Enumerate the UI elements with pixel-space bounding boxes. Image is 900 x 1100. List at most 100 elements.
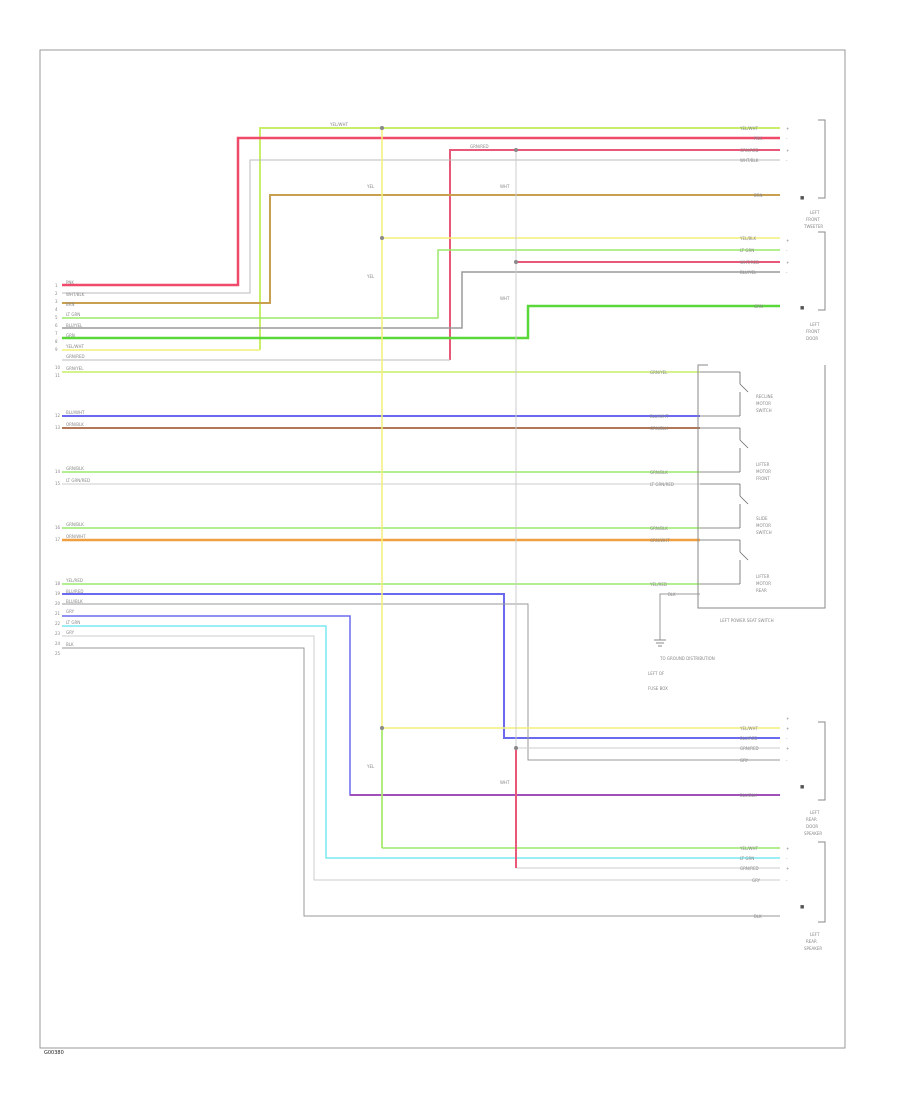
label-recline-1: RECLINE bbox=[756, 394, 774, 399]
label-yel-1: YEL bbox=[366, 184, 375, 189]
label-orn-blk-r: ORN/BLK bbox=[650, 426, 668, 431]
label-blu-red-l: BLU/RED bbox=[66, 589, 83, 594]
label-pnk-r: PNK bbox=[754, 136, 762, 141]
wires-power-seat bbox=[62, 371, 700, 585]
svg-text:+: + bbox=[786, 238, 789, 243]
svg-text:7: 7 bbox=[55, 331, 58, 336]
wire-grn bbox=[62, 304, 780, 340]
label-wht-3: WHT bbox=[500, 780, 510, 785]
label-blu-wht-r: BLU/WHT bbox=[650, 414, 669, 419]
svg-text:+: + bbox=[786, 726, 789, 731]
wire-wht-blk-top bbox=[62, 159, 780, 294]
svg-text:6: 6 bbox=[55, 323, 58, 328]
svg-text:■: ■ bbox=[800, 306, 804, 311]
label-yel-red-l: YEL/RED bbox=[65, 578, 83, 583]
label-yel-wht-rr: YEL/WHT bbox=[739, 726, 759, 731]
label-lt-grn-red-r: LT GRN/RED bbox=[650, 482, 674, 487]
ground-symbol: TO GROUND DISTRIBUTION LEFT OF FUSE BOX bbox=[648, 593, 715, 691]
wires-rear-speaker bbox=[62, 593, 780, 917]
label-lt-grn-r: LT GRN bbox=[740, 248, 754, 253]
label-yel-wht-l: YEL/WHT bbox=[65, 344, 85, 349]
svg-text:8: 8 bbox=[55, 339, 58, 344]
label-pnk-l: PNK bbox=[66, 280, 74, 285]
svg-text:20: 20 bbox=[55, 601, 61, 606]
label-wht-red-r: WHT/RED bbox=[740, 260, 759, 265]
label-orn-blk-l: ORN/BLK bbox=[66, 422, 84, 427]
wire-yel-wht-top bbox=[259, 127, 780, 350]
svg-text:■: ■ bbox=[800, 196, 804, 201]
svg-text:+: + bbox=[786, 260, 789, 265]
label-grn-blk-l: GRN/BLK bbox=[66, 466, 84, 471]
svg-text:-: - bbox=[786, 736, 788, 741]
wire-blu-blk-rear bbox=[62, 615, 780, 796]
ground-note-3: FUSE BOX bbox=[648, 686, 668, 691]
wires-front-door-speaker bbox=[62, 237, 780, 361]
label-wht-blk-r: WHT/BLK bbox=[740, 158, 759, 163]
label-wht-1: WHT bbox=[500, 184, 510, 189]
svg-text:-: - bbox=[786, 878, 788, 883]
svg-text:18: 18 bbox=[55, 581, 61, 586]
svg-text:■: ■ bbox=[800, 905, 804, 910]
wires-front-tweeter bbox=[62, 127, 780, 360]
label-lifter-f-1: LIFTER bbox=[756, 462, 770, 467]
label-rdoor-4: SPEAKER bbox=[804, 831, 822, 836]
svg-text:14: 14 bbox=[55, 469, 61, 474]
component-left-power-seat-switch: RECLINE MOTOR SWITCH LIFTER MOTOR FRONT … bbox=[697, 364, 826, 623]
label-fdoor-1: LEFT bbox=[810, 322, 820, 327]
svg-text:2: 2 bbox=[55, 291, 58, 296]
ground-note-2: LEFT OF bbox=[648, 671, 665, 676]
svg-text:12: 12 bbox=[55, 413, 61, 418]
label-lifter-r-3: REAR bbox=[756, 588, 767, 593]
label-slide-3: SWITCH bbox=[756, 530, 772, 535]
svg-text:-: - bbox=[786, 270, 788, 275]
label-blk-l: BLK bbox=[66, 642, 74, 647]
label-tweeter-1: LEFT bbox=[810, 210, 820, 215]
label-yel-wht-rt: YEL/WHT bbox=[739, 846, 759, 851]
label-lt-grn-red-l: LT GRN/RED bbox=[66, 478, 90, 483]
label-blu-yel-l: BLU/YEL bbox=[66, 323, 83, 328]
label-rear-3: SPEAKER bbox=[804, 946, 822, 951]
label-lt-grn-rt: LT GRN bbox=[740, 856, 754, 861]
label-blu-red-rr: BLU/RED bbox=[740, 736, 757, 741]
wire-blu-red bbox=[62, 593, 780, 739]
svg-text:17: 17 bbox=[55, 537, 61, 542]
label-wht-blk-l: WHT/BLK bbox=[66, 292, 85, 297]
label-tweeter-3: TWEETER bbox=[803, 224, 823, 229]
label-blu-blk-rr: BLU/BLK bbox=[740, 793, 757, 798]
svg-text:+: + bbox=[786, 866, 789, 871]
label-rear-1: LEFT bbox=[810, 932, 820, 937]
splice-dots bbox=[380, 126, 518, 750]
svg-text:22: 22 bbox=[55, 621, 61, 626]
svg-text:24: 24 bbox=[55, 641, 61, 646]
svg-text:1: 1 bbox=[55, 283, 58, 288]
svg-text:11: 11 bbox=[55, 373, 61, 378]
svg-text:+: + bbox=[786, 148, 789, 153]
svg-text:4: 4 bbox=[55, 307, 58, 312]
svg-text:-: - bbox=[786, 136, 788, 141]
label-yel-3: YEL bbox=[366, 764, 375, 769]
label-grn-red-1: GRN/RED bbox=[470, 144, 489, 149]
label-lifter-f-3: FRONT bbox=[756, 476, 770, 481]
wire-gry-rear bbox=[62, 603, 780, 761]
label-lt-grn-l2: LT GRN bbox=[66, 620, 80, 625]
wire-gry-2 bbox=[62, 635, 780, 881]
component-left-rear-speaker: +- +- ■ LEFT REAR SPEAKER bbox=[786, 841, 826, 951]
label-yel-wht-1: YEL/WHT bbox=[329, 122, 349, 127]
label-grn-yel-l: GRN/YEL bbox=[66, 366, 84, 371]
label-blu-yel-r: BLU/YEL bbox=[740, 270, 757, 275]
component-left-front-door-speaker: +- +- ■ LEFT FRONT DOOR bbox=[786, 231, 826, 341]
label-tweeter-2: FRONT bbox=[806, 217, 820, 222]
label-grn-red-rt: GRN/RED bbox=[740, 866, 759, 871]
label-slide-1: SLIDE bbox=[756, 516, 768, 521]
wire-blu-yel-gray bbox=[62, 271, 780, 329]
label-gry-rt: GRY bbox=[752, 878, 761, 883]
svg-text:19: 19 bbox=[55, 591, 61, 596]
svg-text:16: 16 bbox=[55, 525, 61, 530]
label-orn-wht-r: ORN/WHT bbox=[650, 538, 670, 543]
svg-text:25: 25 bbox=[55, 651, 61, 656]
component-left-rear-door-speaker: + +- +- ■ LEFT REAR DOOR SPEAKER bbox=[786, 716, 826, 836]
ground-note-1: TO GROUND DISTRIBUTION bbox=[659, 656, 715, 661]
svg-text:5: 5 bbox=[55, 315, 58, 320]
label-brn-r: BRN bbox=[754, 193, 763, 198]
